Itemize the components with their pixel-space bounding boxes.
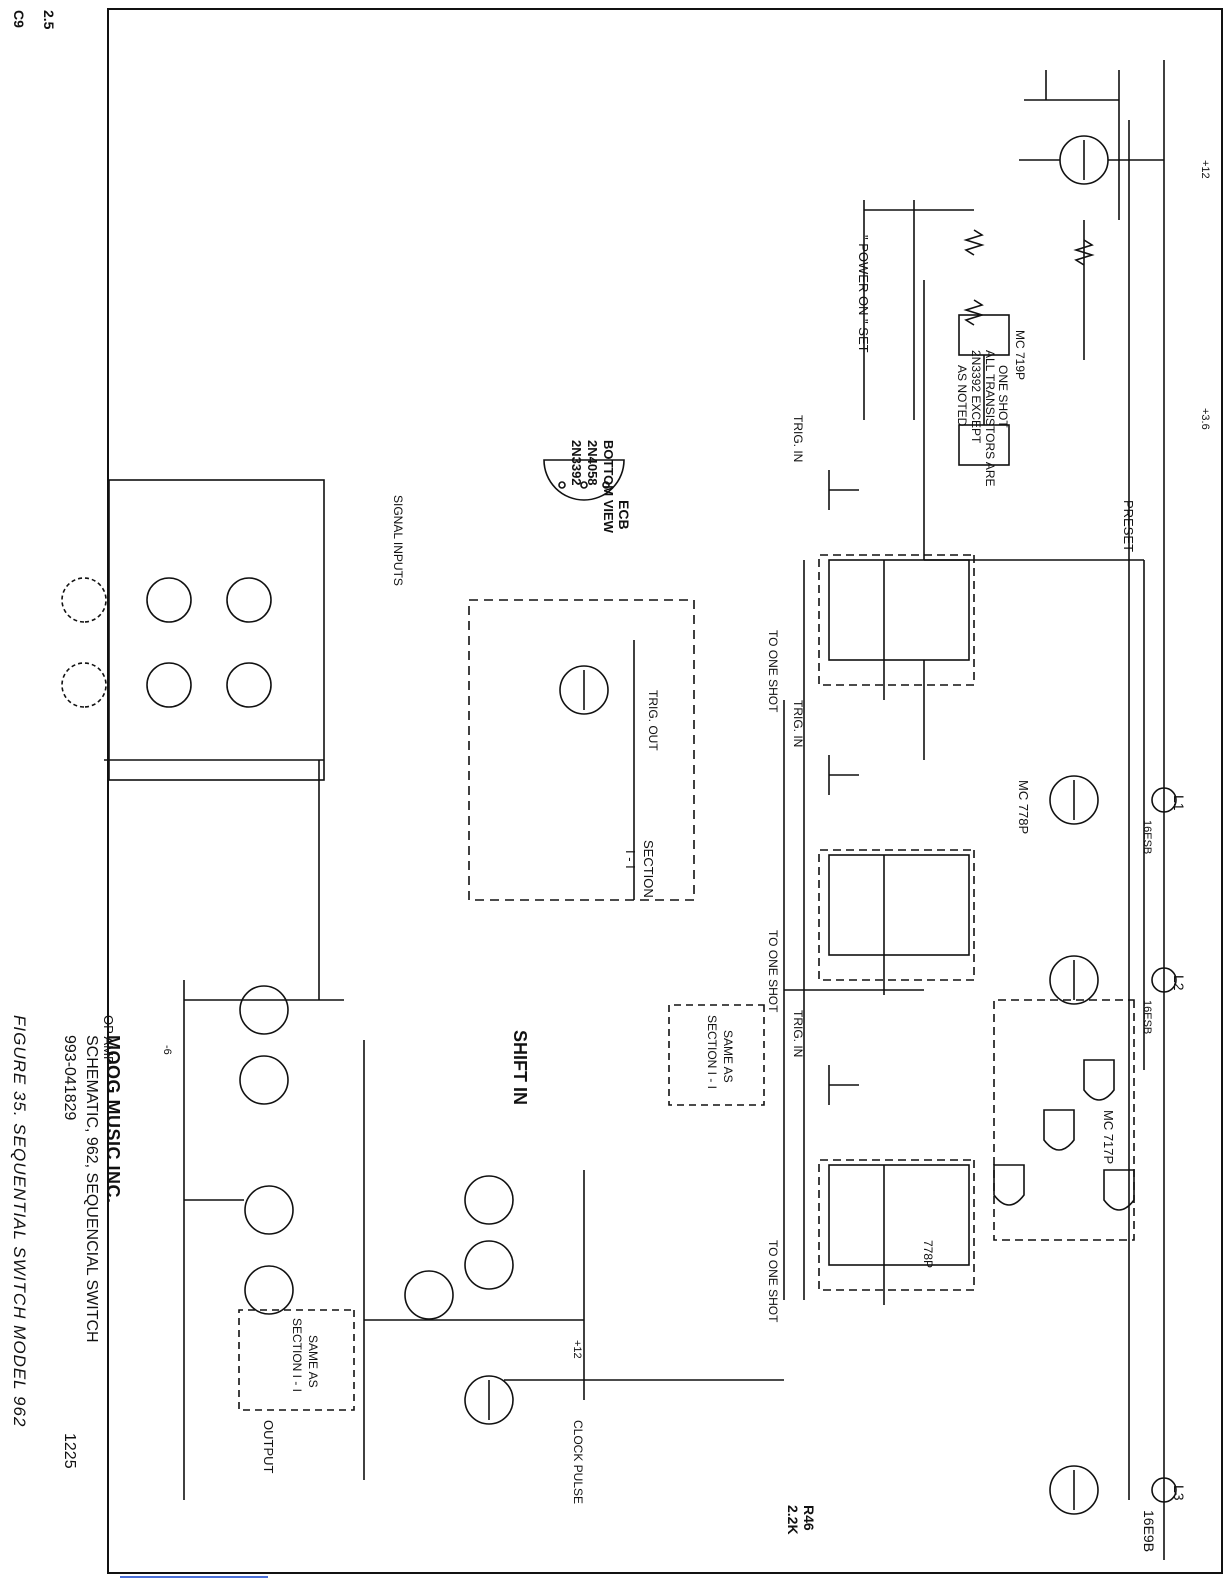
title-block: MOOG MUSIC INC. SCHEMATIC, 962, SEQUENCI…	[58, 1035, 124, 1505]
label-section-1: SECTION	[641, 840, 656, 898]
label-op-amp: OP AMP	[101, 1015, 116, 1065]
q5-lamp-driver	[1049, 775, 1177, 825]
label-one-shot: ONE SHOT	[996, 365, 1010, 428]
switch-s3	[828, 1065, 859, 1105]
label-lamp-type-2: 16ESB	[1141, 1000, 1153, 1034]
same-as-box-1	[668, 1004, 765, 1106]
label-v12-shift: +12	[571, 1340, 583, 1359]
signal-input-section	[61, 479, 325, 1000]
label-2n4058: 2N4058	[585, 440, 600, 486]
q7-lamp-driver	[1049, 1465, 1177, 1515]
label-r46: R46	[801, 1505, 817, 1531]
switch-s1	[828, 470, 859, 510]
label-preset: PRESET	[1121, 500, 1136, 552]
flipflop-2	[818, 849, 975, 995]
q4-regulator	[1019, 70, 1164, 360]
label-trig-in-1: TRIG. IN	[791, 415, 805, 462]
label-transistor-note-2: 2N3392 EXCEPT	[969, 350, 983, 444]
op-amp-section	[183, 980, 344, 1500]
label-transistor-note-3: AS NOTED	[955, 365, 969, 427]
label-mc717p: MC 717P	[1101, 1110, 1116, 1164]
label-trig-in-3: TRIG. IN	[791, 1010, 805, 1057]
label-r46-val: 2.2K	[785, 1505, 801, 1535]
label-lamp-1: L1	[1171, 795, 1187, 811]
bottom-accent-bar	[120, 1576, 268, 1578]
q8-driver	[464, 1375, 784, 1425]
label-lamp-2: L2	[1171, 975, 1187, 991]
label-same-as-b2: SECTION I - I	[290, 1318, 304, 1392]
label-c9-val: 2.5	[41, 10, 57, 30]
one-shot-ic	[923, 280, 1145, 1070]
mc717p-gates	[993, 999, 1135, 1241]
label-lamp-type-3: 16E9B	[1141, 1510, 1157, 1552]
label-ecb: ECB	[616, 500, 632, 530]
label-section-1-num: I - I	[623, 850, 638, 869]
shift-in-section	[363, 1040, 585, 1480]
label-mc719p: MC 719P	[1013, 330, 1027, 380]
figure-caption: FIGURE 35. SEQUENTIAL SWITCH MODEL 962	[10, 1015, 29, 1428]
ecb-pinout	[543, 459, 625, 501]
same-as-box-2	[238, 1309, 355, 1411]
label-2n3392: 2N3392	[569, 440, 584, 486]
label-same-as-a2: SECTION I - I	[705, 1015, 719, 1089]
label-output: OUTPUT	[261, 1420, 276, 1474]
label-ic778p: 778P	[921, 1240, 935, 1268]
label-same-as-a1: SAME AS	[721, 1030, 735, 1083]
switch-s2	[828, 755, 859, 795]
label-bottom-view: BOTTOM VIEW	[601, 440, 616, 534]
label-c9: C9	[11, 10, 27, 28]
label-to-one-shot-1: TO ONE SHOT	[766, 630, 780, 713]
flipflop-1	[818, 554, 975, 760]
label-v36-top: +3.6	[1199, 408, 1211, 430]
label-power-on: " POWER ON " SET	[856, 235, 871, 353]
label-same-as-b1: SAME AS	[306, 1335, 320, 1388]
q9-trig-out	[559, 640, 635, 900]
label-clock-pulse: CLOCK PULSE	[571, 1420, 585, 1504]
label-shift-in: SHIFT IN	[510, 1030, 530, 1105]
label-vneg6-opamp: -6	[161, 1045, 173, 1055]
label-mc778p: MC 778P	[1016, 780, 1031, 834]
power-on-set	[863, 200, 985, 420]
label-v12-top: +12	[1199, 160, 1211, 179]
label-transistor-note-1: ALL TRANSISTORS ARE	[983, 350, 997, 487]
label-lamp-type-1: 16ESB	[1141, 820, 1153, 854]
section-1-box	[468, 599, 695, 901]
label-signal-inputs: SIGNAL INPUTS	[391, 495, 405, 586]
drawing-description: SCHEMATIC, 962, SEQUENCIAL SWITCH	[83, 1035, 100, 1343]
label-to-one-shot-2: TO ONE SHOT	[766, 930, 780, 1013]
company-name: MOOG MUSIC INC.	[103, 1035, 123, 1204]
label-trig-in-2: TRIG. IN	[791, 700, 805, 747]
label-lamp-3: L3	[1171, 1485, 1187, 1501]
flipflop-3	[818, 1159, 975, 1305]
label-trig-out: TRIG. OUT	[646, 690, 660, 751]
label-to-one-shot-3: TO ONE SHOT	[766, 1240, 780, 1323]
q6-lamp-driver	[1049, 955, 1177, 1005]
page-number: 1225	[61, 1433, 78, 1469]
